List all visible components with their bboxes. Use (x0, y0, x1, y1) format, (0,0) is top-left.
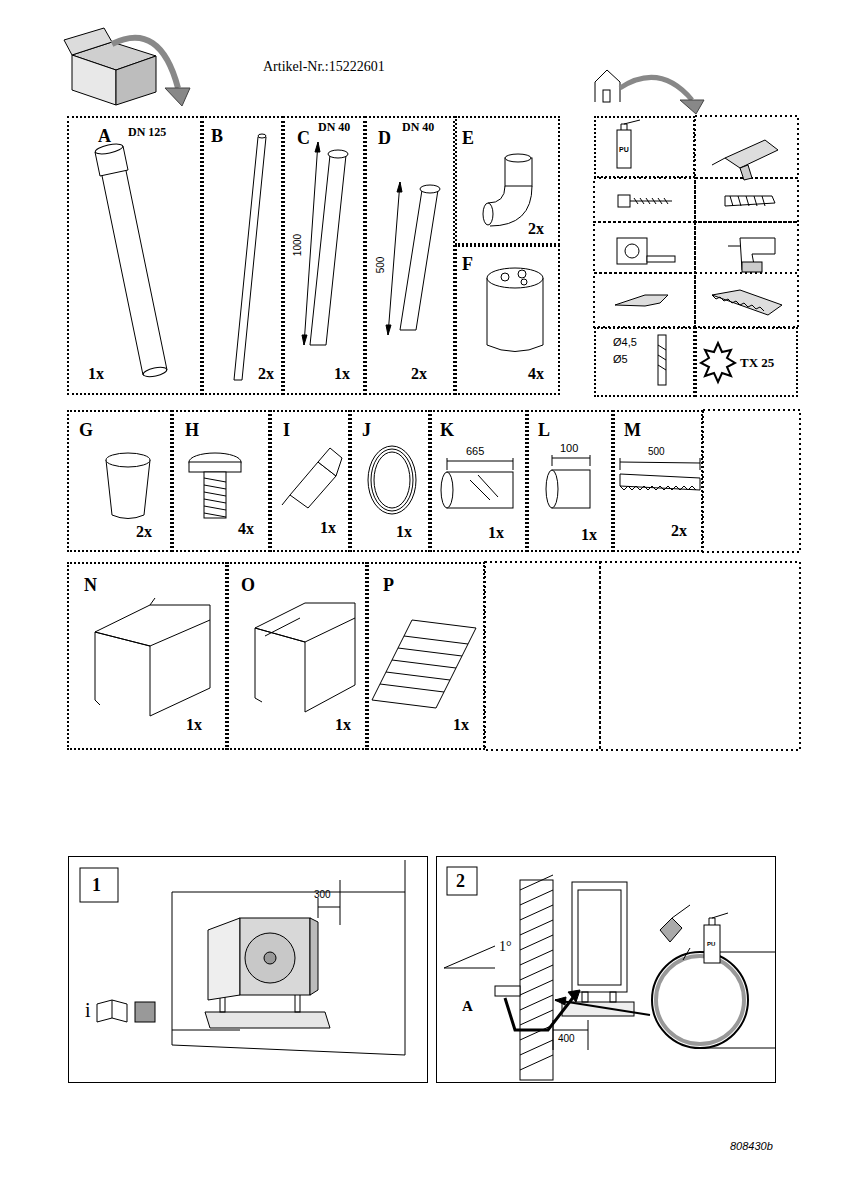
part-text: D (378, 129, 391, 147)
part-cell: G 2x (67, 410, 172, 552)
part-cell: E 2x (455, 116, 560, 245)
part-cell: K 665 1x (430, 410, 527, 552)
part-text: A (98, 127, 111, 145)
part-cell: L 100 1x (527, 410, 613, 552)
part-text: 1° (499, 940, 512, 954)
part-text: 300 (314, 890, 331, 900)
part-cell: N 1x (67, 562, 227, 750)
part-cell: P 1x (367, 562, 485, 750)
part-text: H (185, 421, 199, 439)
part-cell: TX 25 (695, 327, 798, 397)
part-cell: C DN 40 1000 1x (283, 116, 365, 395)
part-cell: Ø4,5Ø5 (594, 327, 695, 397)
part-text: C (297, 129, 310, 147)
part-text: 1x (396, 524, 412, 540)
part-text: DN 40 (402, 121, 434, 133)
part-text: 1 (92, 876, 101, 894)
part-text: E (462, 129, 474, 147)
part-cell: F 4x (455, 245, 560, 395)
part-text: PU (619, 146, 629, 153)
part-text: 1x (453, 717, 469, 733)
part-text: 1x (488, 525, 504, 541)
part-text: K (440, 421, 454, 439)
part-text: P (383, 576, 394, 594)
part-cell: D DN 40 500 2x (365, 116, 455, 395)
part-cell: B 2x (202, 116, 283, 395)
part-cell: O 1x (227, 562, 367, 750)
part-text: 1x (186, 717, 202, 733)
part-text: TX 25 (740, 356, 774, 369)
part-text: O (241, 576, 255, 594)
part-text: 1000 (293, 234, 303, 256)
part-text: N (84, 576, 97, 594)
part-text: DN 40 (318, 121, 350, 133)
document-code: 808430b (730, 1141, 773, 1152)
part-text: F (462, 255, 473, 273)
part-text: 500 (376, 257, 386, 274)
part-text: 1x (88, 366, 104, 382)
part-text: i (85, 1000, 91, 1020)
article-number: Artikel-Nr.:15222601 (263, 60, 385, 74)
part-text: 1x (334, 366, 350, 382)
part-text: 665 (466, 446, 484, 457)
part-text: 2x (411, 366, 427, 382)
part-text: J (362, 421, 371, 439)
part-text: 1x (335, 717, 351, 733)
part-text: L (538, 421, 550, 439)
part-cell: M 500 2x (613, 410, 703, 552)
part-text: 4x (238, 521, 254, 537)
part-cell: I 1x (270, 410, 350, 552)
part-text: PU (707, 941, 715, 947)
part-text: DN 125 (128, 126, 166, 138)
part-cell: PU (594, 116, 695, 178)
part-text: 2x (671, 523, 687, 539)
part-text: 100 (560, 443, 578, 454)
part-text: 400 (558, 1034, 575, 1044)
part-text: 4x (528, 366, 544, 382)
part-text: 1x (581, 527, 597, 543)
part-text: 2x (258, 366, 274, 382)
part-text: 2x (528, 221, 544, 237)
step-panel: 1 300 i (68, 856, 428, 1083)
part-text: Ø5 (613, 354, 628, 365)
part-text: 1x (320, 520, 336, 536)
part-text: G (79, 421, 93, 439)
part-cell: H 4x (172, 410, 270, 552)
part-text: 2 (456, 872, 465, 890)
part-text: 500 (648, 447, 665, 457)
part-cell: J 1x (350, 410, 430, 552)
step-panel: 2 1° A 400 PU (436, 856, 776, 1083)
part-cell: A DN 125 1x (67, 116, 202, 395)
part-text: 2x (136, 524, 152, 540)
part-text: Ø4,5 (613, 337, 637, 348)
part-text: I (283, 421, 290, 439)
part-text: M (624, 421, 641, 439)
part-text: A (462, 999, 473, 1014)
part-text: B (211, 127, 223, 145)
